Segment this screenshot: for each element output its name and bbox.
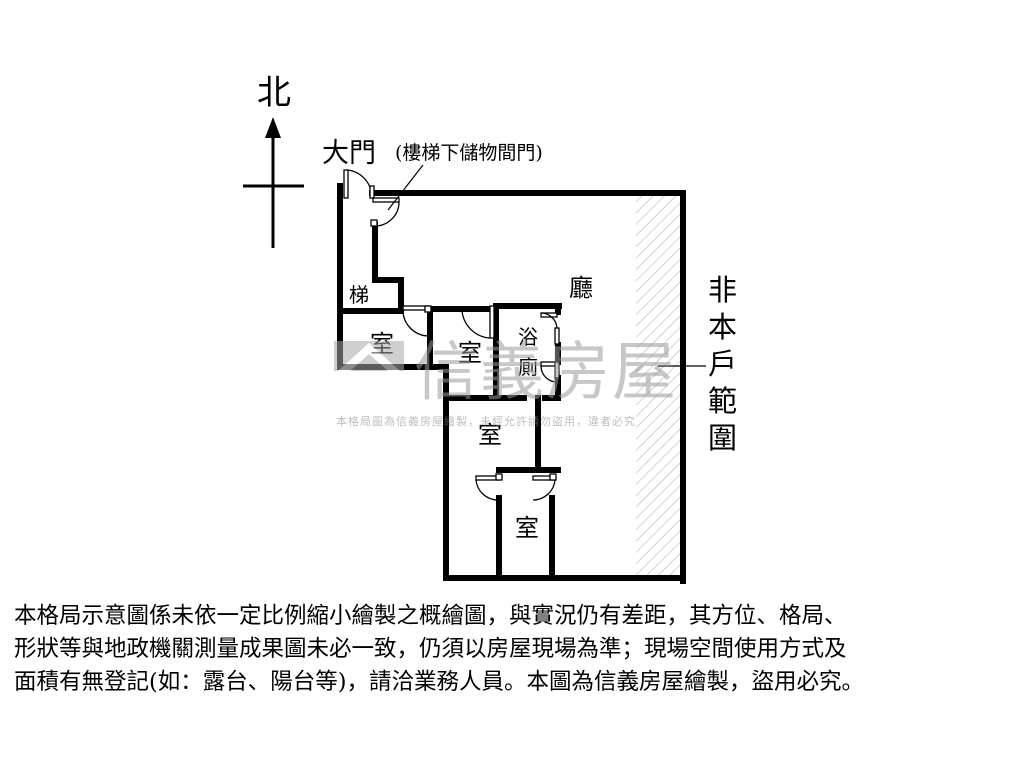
outside-scope-char: 圍 [708,421,737,455]
compass: 北 [243,73,304,248]
watermark: 信義房屋 本格局圖為信義房屋繪製，未經允許請勿盜用，違者必究 [334,336,678,428]
outside-scope-char: 範 [708,384,737,418]
disclaimer-line: 形狀等與地政機關測量成果圖未必一致，仍須以房屋現場為準；現場空間使用方式及 [14,636,847,662]
outside-scope-char: 戶 [708,347,737,381]
room3-label: 室 [478,421,502,449]
doors [343,169,560,501]
watermark-brand: 信義房屋 [414,336,678,410]
room4-door-icon [532,473,557,501]
main-door-label: 大門 [322,138,376,169]
living-room-label: 廳 [569,274,593,302]
outside-scope-char: 本 [708,310,737,344]
outside-scope-hatch [636,196,680,575]
main-door-icon [343,169,375,199]
disclaimer: 本格局示意圖係未依一定比例縮小繪製之概繪圖，與實況仍有差距，其方位、格局、 形狀… [14,600,1014,699]
room2-door-icon [461,305,495,339]
watermark-notice: 本格局圖為信義房屋繪製，未經允許請勿盜用，違者必究 [336,414,636,428]
bath-label-bottom: 廁 [518,355,538,379]
storage-door-pointer [387,164,424,211]
room2-label: 室 [458,339,482,367]
stairs-label: 梯 [349,283,369,307]
room3-door-icon [475,473,503,501]
north-arrow-icon [265,117,281,138]
floor-plan: 北 [243,73,737,584]
storage-door-icon [370,197,400,227]
north-label: 北 [257,73,291,113]
outside-scope-char: 非 [708,273,737,307]
room4-label: 室 [515,514,539,542]
outside-scope-label: 非 本 戶 範 圍 [708,273,737,455]
brand-logo-icon [334,341,404,371]
disclaimer-line: 本格局示意圖係未依一定比例縮小繪製之概繪圖，與實況仍有差距，其方位、格局、 [14,603,847,629]
bath-door-icon [540,312,560,383]
disclaimer-line: 面積有無登記(如：露台、陽台等)，請洽業務人員。本圖為信義房屋繪製，盜用必究。 [14,669,865,695]
room1-door-icon [402,305,432,337]
storage-door-label: (樓梯下儲物間門) [395,142,543,164]
bath-label-top: 浴 [518,325,538,349]
